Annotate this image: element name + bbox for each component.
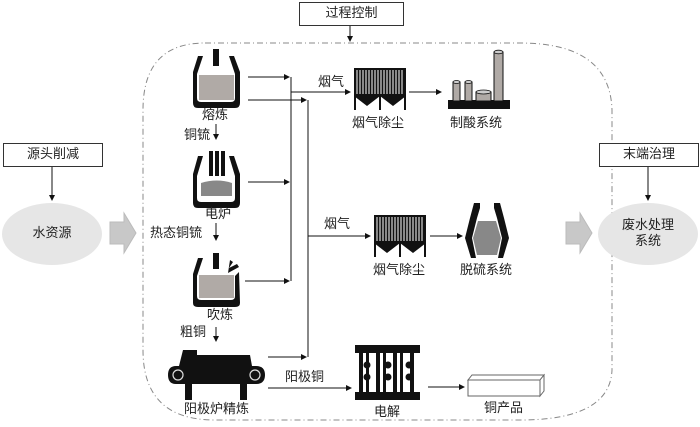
wastewater-treatment-label: 废水处理 系统: [622, 218, 674, 250]
process-control-box: 过程控制: [299, 2, 404, 26]
copper-product-label: 铜产品: [484, 401, 524, 416]
acid-plant-icon: [448, 49, 510, 109]
anode-furnace-icon: [168, 350, 265, 400]
big-arrow-right: [565, 211, 593, 255]
converter-icon: [193, 253, 240, 307]
matte-label: 铜锍: [184, 128, 211, 143]
acid-plant-label: 制酸系统: [450, 116, 503, 131]
anode-copper-label: 阳极铜: [285, 370, 325, 385]
water-resource-node: 水资源: [2, 203, 102, 265]
desulfurization-icon: [465, 203, 509, 258]
wastewater-treatment-label-line2: 系统: [634, 234, 661, 249]
blister-copper-label: 粗铜: [180, 325, 207, 340]
electric-furnace-label: 电炉: [205, 207, 232, 222]
smelting-label: 熔炼: [202, 108, 229, 123]
converting-label: 吹炼: [207, 308, 234, 323]
electrolysis-label: 电解: [374, 405, 401, 420]
smelting-furnace-icon: [193, 49, 240, 108]
electrolysis-icon: [355, 345, 420, 400]
hot-matte-label: 热态铜锍: [150, 226, 203, 241]
source-reduction-box: 源头削减: [3, 143, 103, 167]
end-treatment-box: 末端治理: [599, 143, 699, 167]
flue-gas-label-2: 烟气: [324, 217, 351, 232]
process-boundary: [142, 42, 613, 421]
wastewater-treatment-node: 废水处理 系统: [598, 203, 698, 265]
water-resource-label: 水资源: [32, 226, 72, 241]
dust-collector-icon-2: [374, 215, 426, 257]
flue-gas-label-1: 烟气: [318, 75, 345, 90]
dust-removal-label-1: 烟气除尘: [352, 116, 405, 131]
wastewater-treatment-label-line1: 废水处理: [621, 218, 674, 233]
desulfurization-label: 脱硫系统: [460, 263, 513, 278]
flow-connectors: [213, 74, 465, 391]
electric-furnace-icon: [193, 151, 240, 208]
dust-removal-label-2: 烟气除尘: [373, 263, 426, 278]
anode-refining-label: 阳极炉精炼: [184, 402, 250, 417]
dust-collector-icon-1: [354, 68, 406, 110]
copper-product-icon: [466, 373, 546, 398]
big-arrow-left: [109, 211, 137, 255]
